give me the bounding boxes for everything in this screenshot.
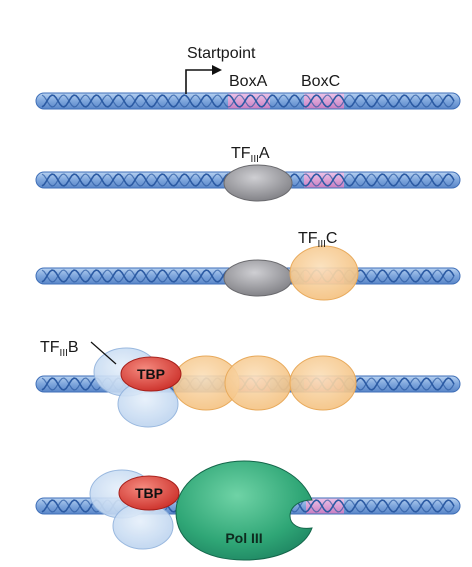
tf3b-label: TFIIIB <box>40 339 79 359</box>
tf3c-label: TFIIIC <box>298 230 337 250</box>
startpoint-label: Startpoint <box>187 45 256 62</box>
tbp-protein <box>120 356 182 392</box>
tbp-label: TBP <box>137 366 165 382</box>
tf3b-leader-line <box>90 341 117 365</box>
tf3a-protein <box>223 164 293 202</box>
dna-helix-strand <box>41 94 455 108</box>
startpoint-arrow <box>185 65 222 94</box>
pol3-label: Pol III <box>225 530 262 546</box>
tf3c-protein-c <box>289 355 357 411</box>
tbp-protein-row5 <box>118 475 180 511</box>
box-c-label: BoxC <box>301 73 340 90</box>
tf3a-label: TFIIIA <box>231 145 270 165</box>
dna-row-1 <box>35 92 461 110</box>
tf3c-protein-b <box>224 355 292 411</box>
pol3-enzyme <box>175 460 313 561</box>
tbp-label-row5: TBP <box>135 485 163 501</box>
dna-helix-strand <box>41 94 455 108</box>
box-a-label: BoxA <box>229 73 268 90</box>
tf3a-protein-row3 <box>223 259 293 297</box>
tf3c-protein <box>289 245 359 301</box>
